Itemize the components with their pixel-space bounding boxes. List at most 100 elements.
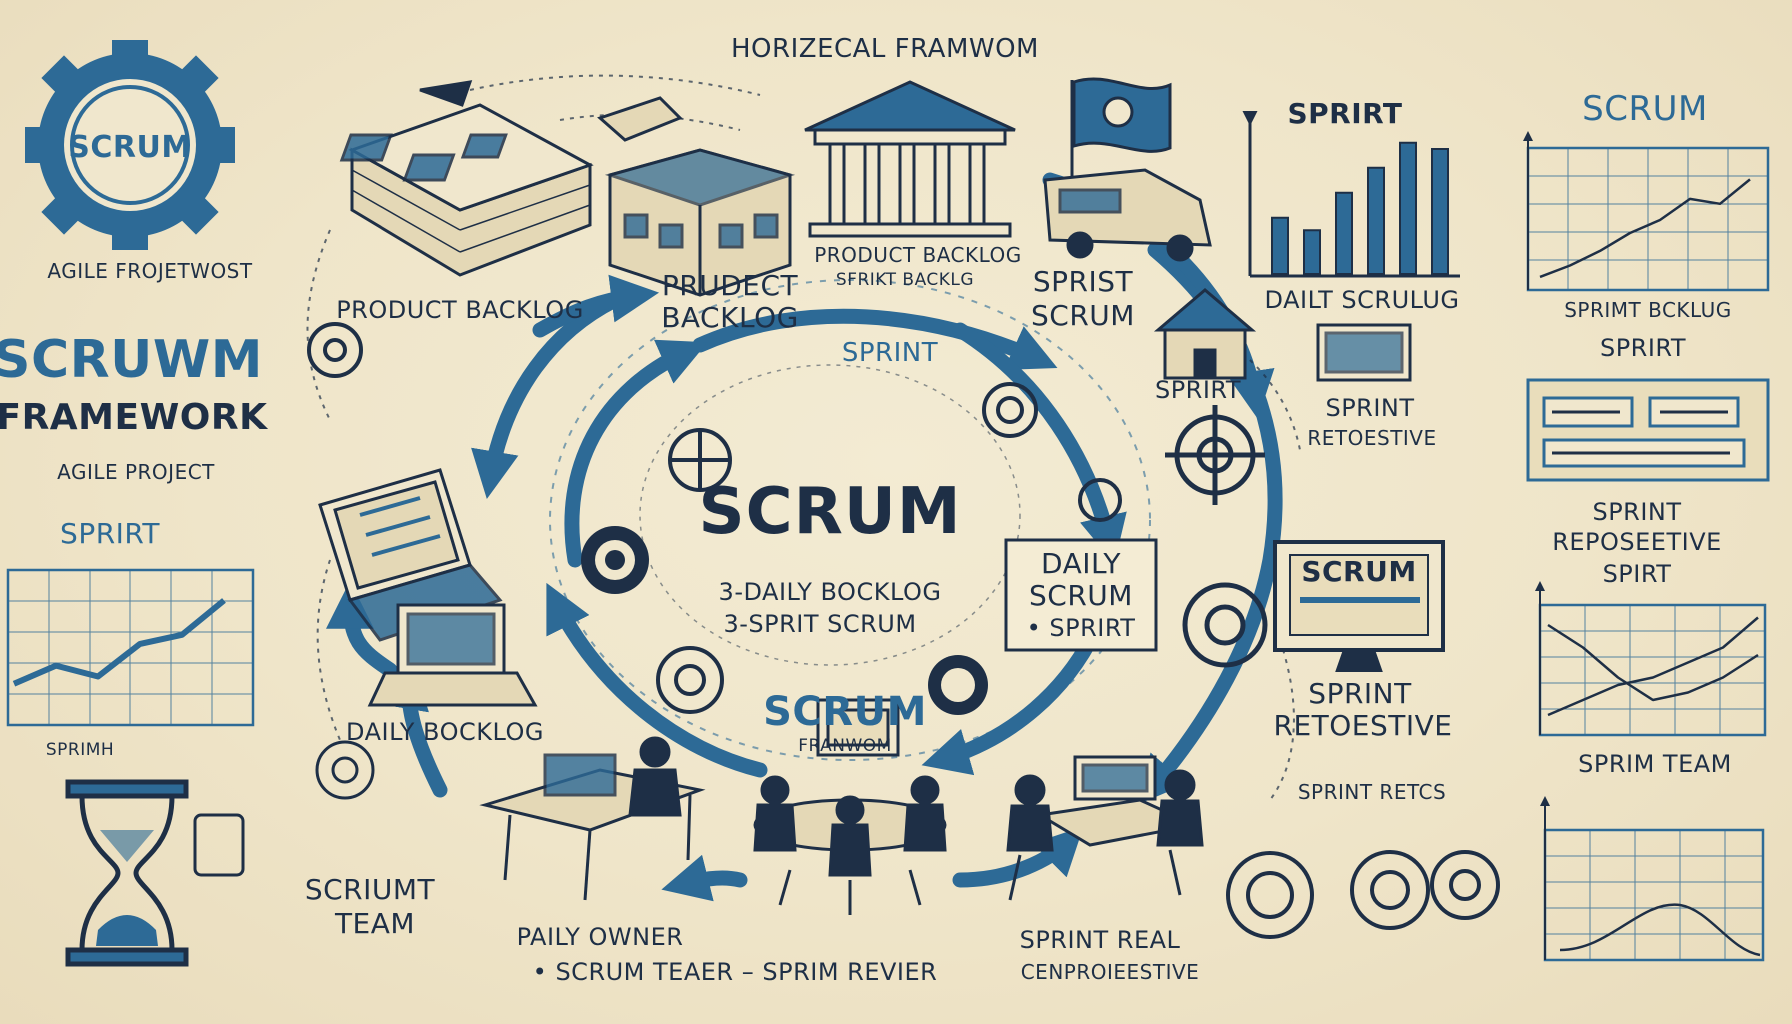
prudect-backlog-line2: BACKLOG bbox=[661, 301, 799, 334]
left-chart-caption: SPRIMH bbox=[45, 740, 115, 760]
right-board-icon bbox=[1526, 378, 1770, 482]
center-bottom-title: SCRUM bbox=[763, 689, 927, 735]
right-panel-title: SCRUM bbox=[1582, 89, 1708, 129]
center-item-1: 3-DAILY BOCKLOG bbox=[718, 578, 942, 606]
right-team-label: SPRIM TEAM bbox=[1578, 750, 1732, 778]
misc-doodles bbox=[193, 80, 683, 877]
left-title-line2: FRAMEWORK bbox=[0, 397, 268, 438]
gear-badge-label: SCRUM bbox=[68, 130, 192, 165]
bar-5 bbox=[1399, 141, 1417, 275]
cycle-arrow-top bbox=[692, 308, 1058, 370]
right-reposeetive-line1: SPRINT bbox=[1592, 498, 1682, 526]
right-bottom-chart bbox=[1540, 796, 1765, 962]
compass-icon-center bbox=[668, 428, 732, 492]
team-desk-left bbox=[479, 736, 706, 901]
cycle-arrow-bottom bbox=[546, 582, 768, 778]
center-dashed-ring-inner bbox=[639, 364, 1021, 666]
daily-scrum-box bbox=[1004, 538, 1158, 652]
right-top-chart-line bbox=[1539, 178, 1751, 279]
right-reposeetive-line3: SPIRT bbox=[1602, 560, 1672, 588]
bar-4 bbox=[1367, 166, 1385, 275]
sprist-scrum-line1: SPRIST bbox=[1032, 265, 1134, 298]
monitor-small-icon bbox=[1316, 323, 1412, 382]
bar-2 bbox=[1303, 229, 1321, 275]
sfrikt-backlog-label: SFRIKT BACKLG bbox=[835, 270, 975, 290]
cycle-arrow-bottom-right bbox=[952, 826, 1084, 888]
scrum-monitor-label: SCRUM bbox=[1301, 555, 1417, 588]
product-backlog-label: PRODUCT BACKLOG bbox=[336, 296, 584, 324]
right-mid-chart-series-2 bbox=[1547, 616, 1759, 717]
left-sprint-chart bbox=[6, 568, 255, 727]
center-top-label: SPRINT bbox=[841, 338, 939, 368]
team-label-line2: TEAM bbox=[334, 907, 416, 940]
center-title: SCRUM bbox=[698, 475, 962, 549]
center-item-2: 3-SPRIT SCRUM bbox=[723, 610, 917, 638]
bar-1 bbox=[1271, 216, 1289, 275]
bar-6 bbox=[1431, 148, 1449, 275]
sprint-retoestive-line2: RETOESTIVE bbox=[1307, 426, 1437, 450]
daily-scrum-box-line3: • SPRIRT bbox=[1026, 614, 1136, 642]
scrum-gear-badge bbox=[25, 40, 235, 250]
sprint-retoestive-big-line1: SPRINT bbox=[1308, 677, 1412, 710]
right-mid-line-chart bbox=[1535, 581, 1767, 737]
right-sprint-label: SPRIRT bbox=[1599, 334, 1687, 362]
cargo-boxes-icon bbox=[604, 148, 796, 297]
center-dashed-ring-outer bbox=[549, 279, 1151, 761]
cycle-arrow-backlog-up bbox=[532, 274, 660, 338]
cycle-arrow-left-lower bbox=[326, 580, 398, 678]
product-backlog-label-2: PRODUCT BACKLOG bbox=[814, 243, 1022, 267]
paily-owner-label: PAILY OWNER bbox=[516, 923, 684, 951]
delivery-van-icon bbox=[1043, 168, 1212, 262]
bar-3 bbox=[1335, 191, 1353, 275]
cycle-arrows bbox=[326, 172, 1283, 902]
cycle-arrow-right bbox=[952, 322, 1127, 564]
team-desk-right bbox=[1006, 755, 1204, 901]
top-right-bar-chart bbox=[1242, 111, 1460, 278]
laptop-icon-upper bbox=[318, 468, 503, 642]
left-title-line1: SCRUWM bbox=[0, 330, 263, 390]
house-sprint-label: SPRIRT bbox=[1154, 376, 1242, 404]
daily-bocklog-label: DAILY BOCKLOG bbox=[346, 718, 544, 746]
hourglass-icon bbox=[65, 779, 189, 967]
target-icon-bottom-right bbox=[1226, 850, 1500, 939]
house-icon bbox=[1153, 288, 1257, 380]
agile-subtitle: AGILE FROJETWOST bbox=[47, 259, 253, 283]
right-mid-chart-series-1 bbox=[1547, 623, 1759, 702]
gear-icon-center-right bbox=[928, 655, 988, 715]
cycle-arrow-bottom-row bbox=[661, 854, 748, 902]
gear-icon-right bbox=[1165, 405, 1265, 505]
daily-scrum-box-line2: SCRUM bbox=[1029, 579, 1133, 612]
right-backlog-label: SPRIMT BCKLUG bbox=[1564, 298, 1732, 322]
center-bottom-sub: FRANWOM bbox=[798, 736, 892, 756]
sprint-real-line2: CENPROIEESTIVE bbox=[1020, 960, 1200, 984]
daily-scrum-box-line1: DAILY bbox=[1041, 547, 1121, 580]
scrum-monitor-icon bbox=[1273, 540, 1445, 672]
prudect-backlog-line1: PRUDECT bbox=[661, 269, 799, 302]
left-chart-line bbox=[12, 598, 226, 687]
dashed-connectors bbox=[306, 74, 1301, 801]
right-reposeetive-line2: REPOSEETIVE bbox=[1552, 528, 1722, 556]
sprint-retoestive-line1: SPRINT bbox=[1325, 394, 1415, 422]
right-top-line-chart bbox=[1523, 131, 1770, 292]
left-sprint-label: SPRIRT bbox=[60, 517, 160, 550]
sprint-real-line1: SPRINT REAL bbox=[1019, 926, 1181, 954]
team-label-line1: SCRIUMT bbox=[304, 873, 436, 906]
bank-building-icon bbox=[804, 80, 1016, 238]
bottom-row-label: • SCRUM TEAER – SPRIM REVIER bbox=[532, 958, 938, 986]
cycle-arrow-left-inner bbox=[564, 339, 708, 568]
top-right-chart-caption: DAILT SCRULUG bbox=[1264, 286, 1460, 314]
sprint-retoestive-big-line2: RETOESTIVE bbox=[1273, 709, 1453, 742]
gear-icon-right-lower bbox=[1182, 582, 1268, 668]
laptop-icon-lower bbox=[367, 603, 538, 707]
sprist-scrum-line2: SCRUM bbox=[1031, 299, 1135, 332]
flag-icon bbox=[1070, 77, 1172, 210]
money-stack-icon bbox=[339, 103, 594, 277]
sprint-retcs-label: SPRINT RETCS bbox=[1297, 780, 1447, 804]
gear-icon-center-left bbox=[581, 526, 649, 594]
orb-icon-center bbox=[656, 382, 1122, 714]
top-right-chart-title: SPRIRT bbox=[1287, 97, 1403, 130]
header-title: HORIZECAL FRAMWOM bbox=[731, 34, 1039, 64]
team-meeting-center bbox=[753, 698, 947, 915]
